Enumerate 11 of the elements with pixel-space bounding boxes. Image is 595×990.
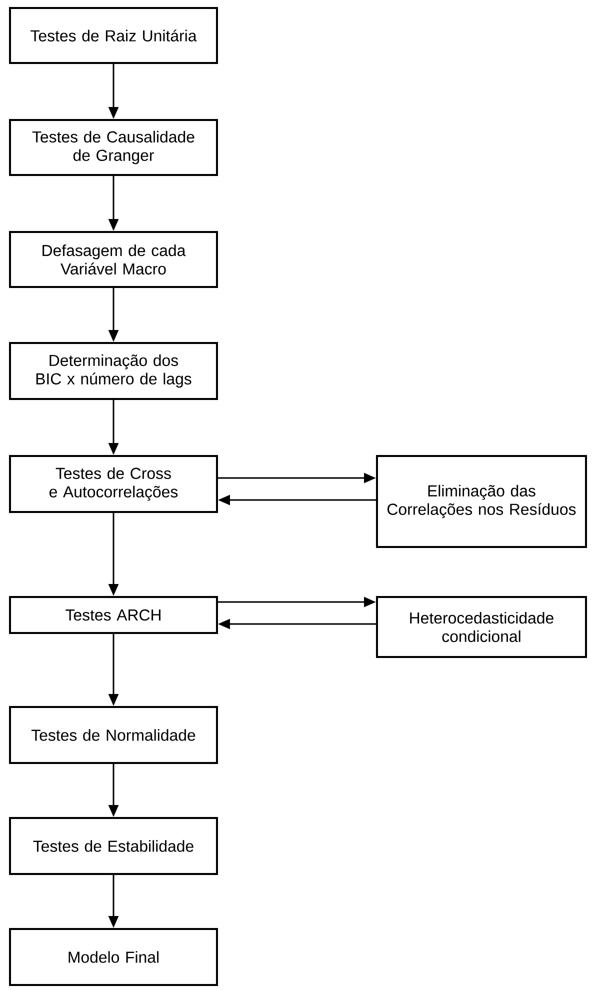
process-box: Testes de Causalidade de Granger	[9, 119, 218, 176]
process-box: Eliminação das Correlações nos Resíduos	[376, 455, 587, 548]
process-box: Testes de Raiz Unitária	[9, 7, 218, 64]
process-box: Defasagem de cada Variável Macro	[9, 231, 218, 288]
process-box: Testes de Cross e Autocorrelações	[9, 455, 218, 513]
process-box: Determinação dos BIC x número de lags	[9, 342, 218, 400]
process-box: Testes ARCH	[9, 596, 218, 634]
process-box: Testes de Normalidade	[9, 706, 218, 764]
process-box: Heterocedasticidade condicional	[376, 596, 587, 658]
process-box: Modelo Final	[9, 928, 218, 986]
process-box: Testes de Estabilidade	[9, 817, 218, 875]
